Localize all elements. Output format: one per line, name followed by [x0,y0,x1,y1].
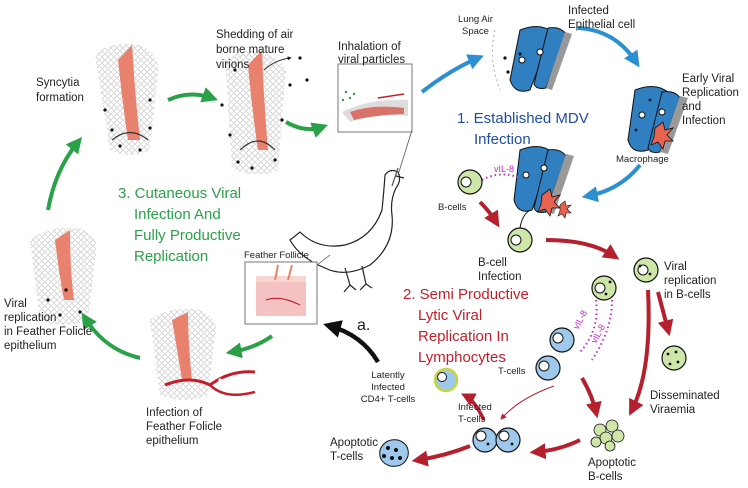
vil8-links [481,173,613,361]
label-infected-epithelial-2: Epithelial cell [568,19,635,31]
label-t-cells: T-cells [498,366,526,377]
chicken-outline [289,129,413,293]
label-early-viral-1: Early Viral [682,73,734,85]
section3-line3: Fully Productive [134,227,241,244]
label-shedding-3: virions [216,59,249,71]
label-infection-feather-2: Feather Folicle [146,421,222,433]
red-arrow-to-latent [460,393,486,421]
label-latently-3: CD4+ T-cells [361,394,416,405]
label-viral-replication-b-1: Viral [664,261,687,273]
label-inhalation-1: Inhalation of [338,41,401,53]
label-feather-follicle: Feather Follicle [244,250,309,261]
label-early-viral-3: and [682,101,701,113]
follicle-syncytia [95,43,159,155]
follicle-replication [30,227,97,325]
label-infected-t-1: Infected [458,402,492,413]
label-syncytia-1: Syncytia [36,77,80,89]
label-viral-replication-b-3: in B-cells [664,289,711,301]
label-early-viral-2: Replication [682,87,739,99]
label-infection-feather-1: Infection of [146,407,203,419]
inhalation-inset [337,63,413,133]
section1-title: 1. Established MDV Infection [457,110,589,148]
label-vil8-mid1: vIL-8 [571,309,589,331]
label-infected-t-2: T-cells [458,414,486,425]
section3-line4: Replication [134,248,208,265]
green-cycle-arrows [46,87,329,360]
follicle-shedding [220,50,309,175]
label-disseminated-2: Viraemia [650,404,696,416]
label-shedding-2: borne mature [216,44,284,56]
section1-line2: Infection [474,131,531,148]
label-viral-replication-b-2: replication [664,275,716,287]
red-thin-arrow [500,385,555,420]
section3-title: 3. Cutaneous Viral Infection And Fully P… [118,185,241,265]
apoptotic-t-cells [379,439,409,467]
label-lung-air-1: Lung Air [458,14,493,25]
label-syncytia-2: formation [36,92,84,104]
label-infected-epithelial-1: Infected [568,5,609,17]
label-latently-1: Latently [371,370,405,381]
blue-arrows [420,26,642,203]
label-b-cell-infection-1: B-cell [478,257,507,269]
label-macrophage: Macrophage [616,154,669,165]
label-viral-replication-feather-3: in Feather Folicle [4,326,92,338]
lung-epithelium-top [491,26,572,92]
label-viral-replication-feather-1: Viral [4,298,27,310]
section3-line1: 3. Cutaneous Viral [118,185,241,202]
label-marker-a: a. [357,317,370,334]
label-infection-feather-3: epithelium [146,435,198,447]
section1-line1: 1. Established MDV [457,110,589,127]
label-apoptotic-b-1: Apoptotic [588,457,636,469]
label-b-cell-infection-2: Infection [478,271,521,283]
label-lung-air-2: Space [462,26,489,37]
apoptotic-b-cells [590,419,625,452]
label-latently-2: Infected [371,382,405,393]
section2-line1: 2. Semi Productive [403,286,529,303]
lung-epithelium-established [513,146,574,219]
lung-epithelium-early [627,86,688,154]
section2-line3: Replication In [418,328,509,345]
red-arrows [411,200,674,467]
label-viral-replication-feather-2: replication [4,312,56,324]
label-disseminated-1: Disseminated [650,390,720,402]
follicle-infection [150,308,256,400]
t-cells [433,327,575,453]
label-vil8-top: vIL-8 [494,164,514,174]
label-apoptotic-t-1: Apoptotic [330,437,378,449]
section2-line4: Lymphocytes [418,349,506,366]
label-viral-replication-feather-4: epithelium [4,340,56,352]
section3-line2: Infection And [134,206,221,223]
label-vil8-mid2: vIL-8 [589,323,607,345]
feather-follicle-inset [244,254,331,325]
label-inhalation-2: viral particles [338,54,405,66]
label-b-cells: B-cells [438,202,467,213]
label-apoptotic-t-2: T-cells [330,451,363,463]
label-shedding-1: Shedding of air [216,29,294,41]
b-cells [457,169,687,371]
section2-line2: Lytic Viral [418,307,482,324]
label-early-viral-4: Infection [682,115,725,127]
black-arrow-a [323,320,380,364]
section2-title: 2. Semi Productive Lytic Viral Replicati… [403,286,529,366]
label-apoptotic-b-2: B-cells [588,471,623,483]
